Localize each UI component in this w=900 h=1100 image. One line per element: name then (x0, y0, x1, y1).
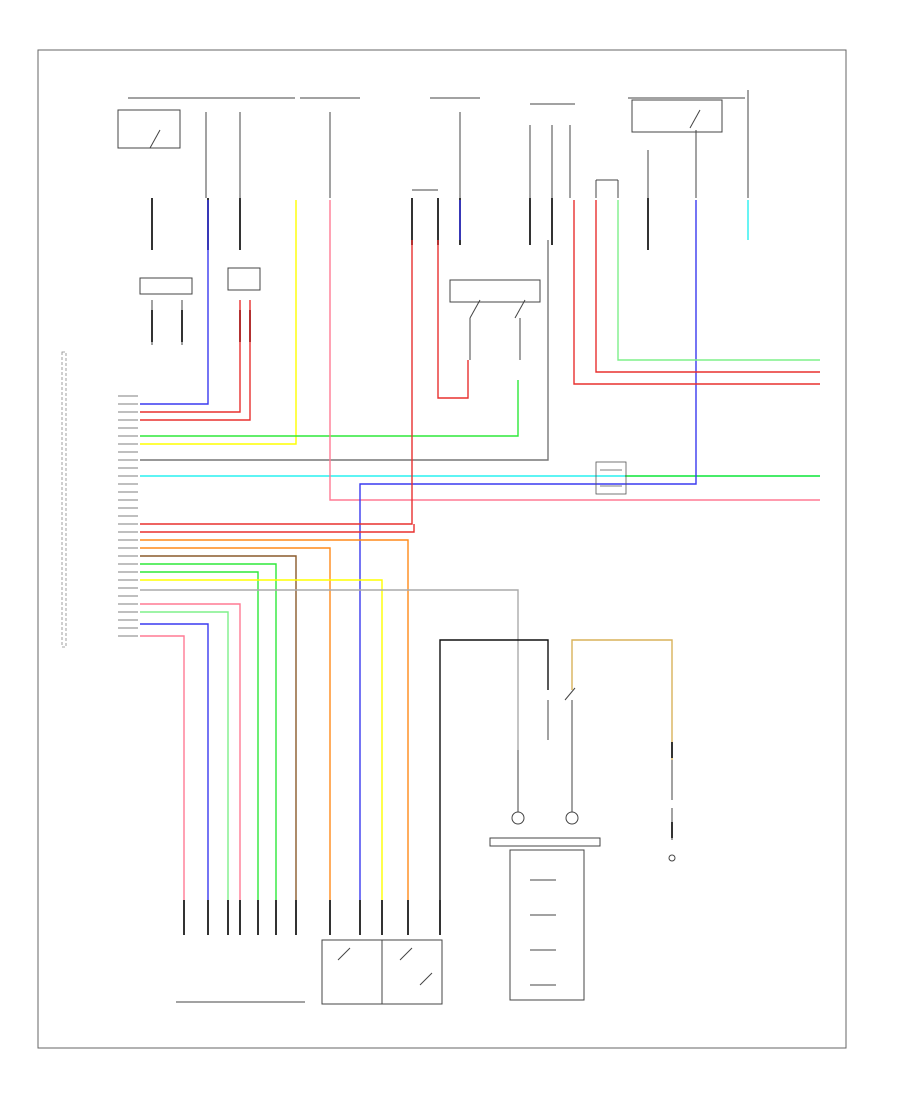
diagram-border (37, 49, 847, 1049)
cruise-control-switch (489, 687, 601, 1001)
wire-tan-1 (571, 639, 673, 760)
wire-green-1 (140, 380, 519, 437)
wire-red-3 (140, 240, 413, 525)
data-link-connector (668, 760, 676, 862)
left-sensor-pins (151, 310, 251, 342)
wires (140, 200, 820, 900)
wire-orange-2 (140, 539, 409, 900)
wire-red-4 (437, 240, 469, 399)
wire-brown-1 (140, 555, 297, 900)
wire-blue-4 (140, 623, 209, 900)
wire-blue-1 (140, 200, 209, 405)
wire-green-5 (140, 571, 259, 900)
sensor-bottom-pins (183, 900, 297, 935)
wire-green-4 (140, 563, 277, 900)
ecm-connector (61, 351, 138, 648)
wire-lightgreen-1 (140, 611, 229, 900)
wire-red-7 (140, 524, 415, 533)
wire-gray-2 (140, 589, 519, 750)
wire-pink-1 (329, 200, 820, 501)
wire-yellow-2 (140, 579, 383, 900)
transmission-pins (329, 900, 441, 935)
wire-blue-2 (359, 200, 697, 900)
left-sensor-connectors (139, 267, 261, 345)
wire-red-2 (140, 300, 251, 421)
wire-green-3 (617, 200, 820, 361)
wire-gray-1 (140, 240, 549, 461)
wire-pink-3 (140, 635, 185, 900)
wire-yellow-1 (140, 200, 297, 445)
wire-black-1 (439, 639, 549, 900)
wire-red-6 (573, 200, 820, 385)
wire-red-5 (595, 200, 820, 373)
transmission-switch (321, 939, 443, 1005)
wire-red-1 (140, 300, 241, 413)
power-supply-area (117, 90, 749, 198)
junction-connector (595, 461, 627, 495)
wire-orange-1 (140, 547, 331, 900)
main-relay-box (449, 279, 541, 360)
wire-pink-2 (140, 603, 241, 900)
